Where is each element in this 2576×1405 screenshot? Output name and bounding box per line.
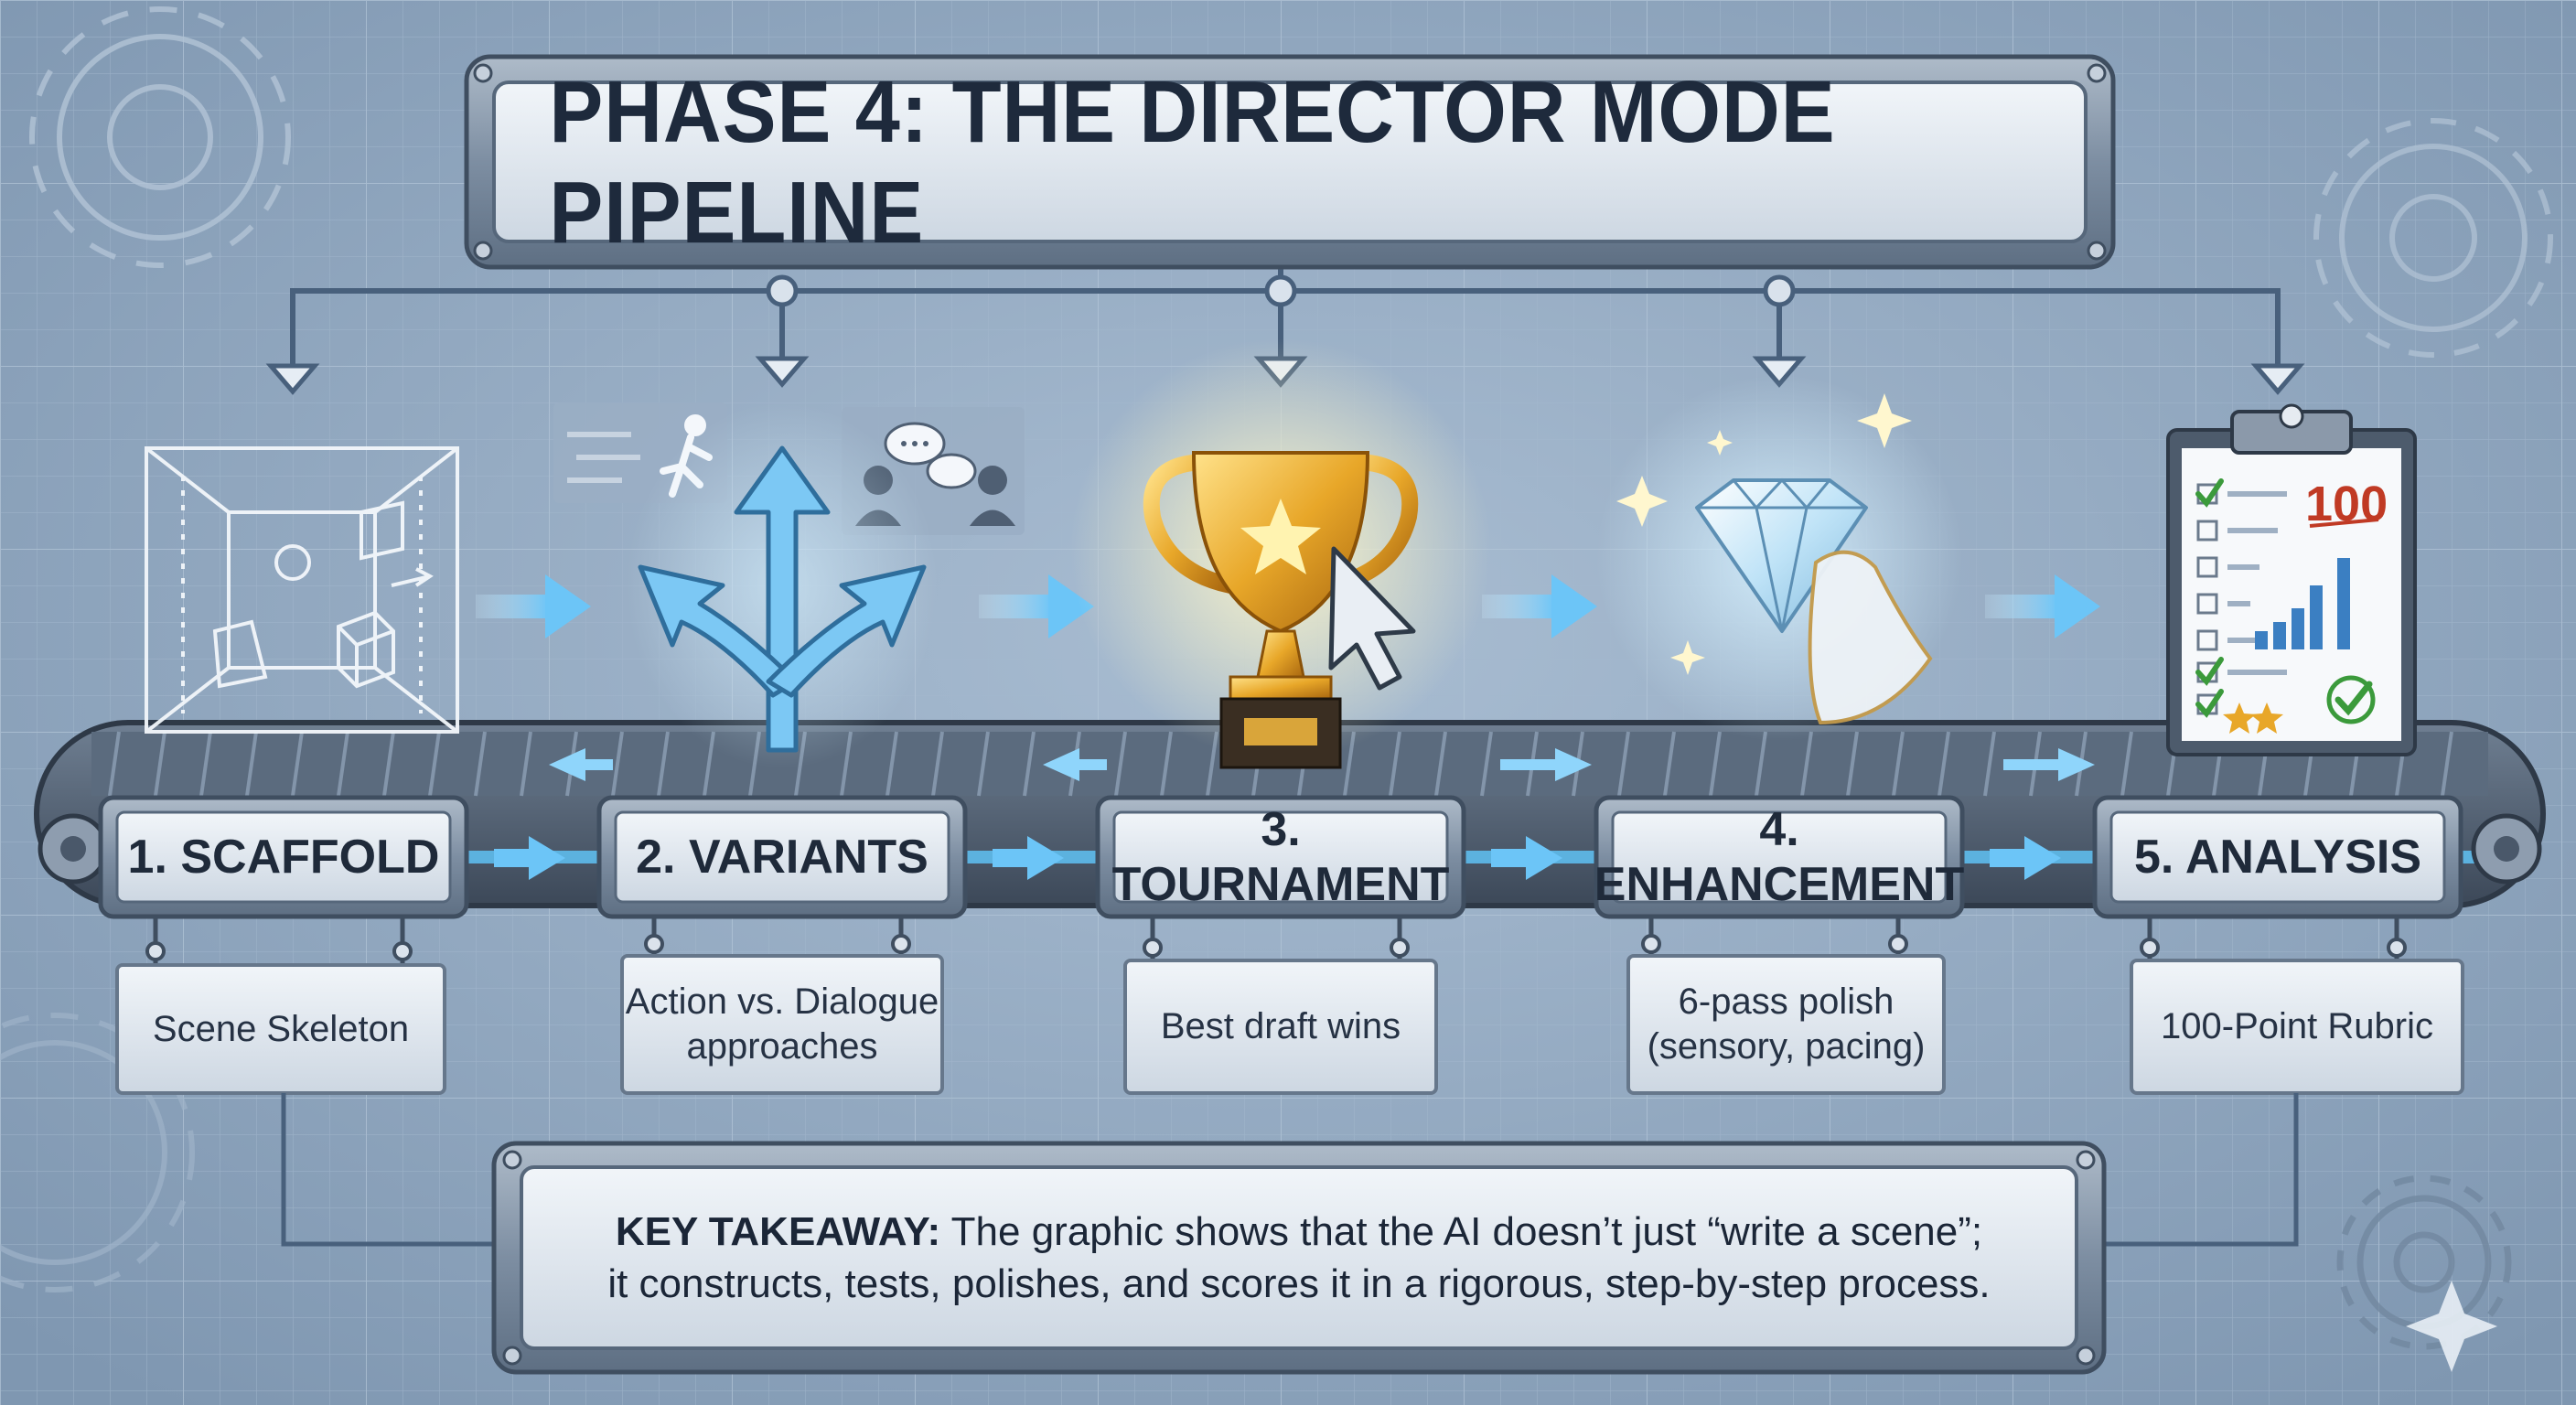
flow-arrows [476,574,2100,638]
stage-plate-3 [1095,795,1466,919]
stage-label-enhancement: 4. ENHANCEMENT [1594,803,1965,911]
stage-description-enhancement: 6-pass polish (sensory, pacing) [1628,956,1944,1093]
takeaway-label: KEY TAKEAWAY: [615,1208,941,1254]
clipboard-score: 100 [2305,477,2388,531]
gear-decoration-bottom-left-icon [0,1013,195,1292]
cursor-icon [1328,546,1416,691]
flow-arrow-3-icon [1482,574,1597,638]
stage-description-tournament: Best draft wins [1125,960,1436,1093]
description-line: Action vs. Dialogue [625,981,939,1023]
gear-decoration-top-left-icon [29,6,291,268]
page-title: PHASE 4: THE DIRECTOR MODE PIPELINE [549,63,1836,262]
stage-label-tournament: 3. TOURNAMENT [1111,803,1450,911]
stage-label-analysis: 5. ANALYSIS [2133,831,2422,884]
plate-arrows [494,836,2061,880]
stage-description-analysis: 100-Point Rubric [2131,960,2463,1093]
distribution-nodes [766,274,1796,307]
title-plate [464,54,2116,270]
description-line: 6-pass polish [1678,981,1894,1023]
stage-description-scaffold: Scene Skeleton [117,965,445,1093]
stage-plate-4 [1594,795,1965,919]
stage-plate-5 [2092,795,2463,919]
flow-arrow-2-icon [979,574,1094,638]
flow-arrow-4-icon [1985,574,2100,638]
sparkle-decoration-icon [2406,1281,2497,1372]
description-line: Best draft wins [1160,1006,1401,1047]
takeaway-plate [491,1141,2107,1375]
wireframe-room-icon [145,446,459,734]
stage-label-variants: 2. VARIANTS [636,831,928,884]
flow-arrow-1-icon [476,574,591,638]
stage-plates [98,795,2463,919]
description-line: (sensory, pacing) [1647,1026,1926,1067]
stage-plate-2 [596,795,968,919]
stage-plate-1 [98,795,469,919]
diamond-icon [1596,375,1962,741]
title-plate-text-area: PHASE 4: THE DIRECTOR MODE PIPELINE [485,63,2095,262]
description-line: 100-Point Rubric [2161,1006,2433,1047]
takeaway-text-1: The graphic shows that the AI doesn’t ju… [940,1208,1983,1254]
takeaway-connector-lines [281,1093,2299,1247]
takeaway-line-2: it constructs, tests, polishes, and scor… [607,1261,1991,1306]
stage-description-variants: Action vs. Dialogue approaches [622,956,942,1093]
gear-decoration-top-right-icon [2313,118,2553,358]
branching-arrows-icon [627,402,938,768]
clipboard-icon [2166,403,2417,756]
belt-direction-arrows [549,748,2095,781]
description-line: approaches [686,1026,878,1067]
stage-label-scaffold: 1. SCAFFOLD [127,831,440,884]
description-line: Scene Skeleton [152,1008,410,1049]
takeaway-line-1: KEY TAKEAWAY: The graphic shows that the… [558,1206,2040,1258]
key-takeaway: KEY TAKEAWAY: The graphic shows that the… [558,1189,2040,1326]
